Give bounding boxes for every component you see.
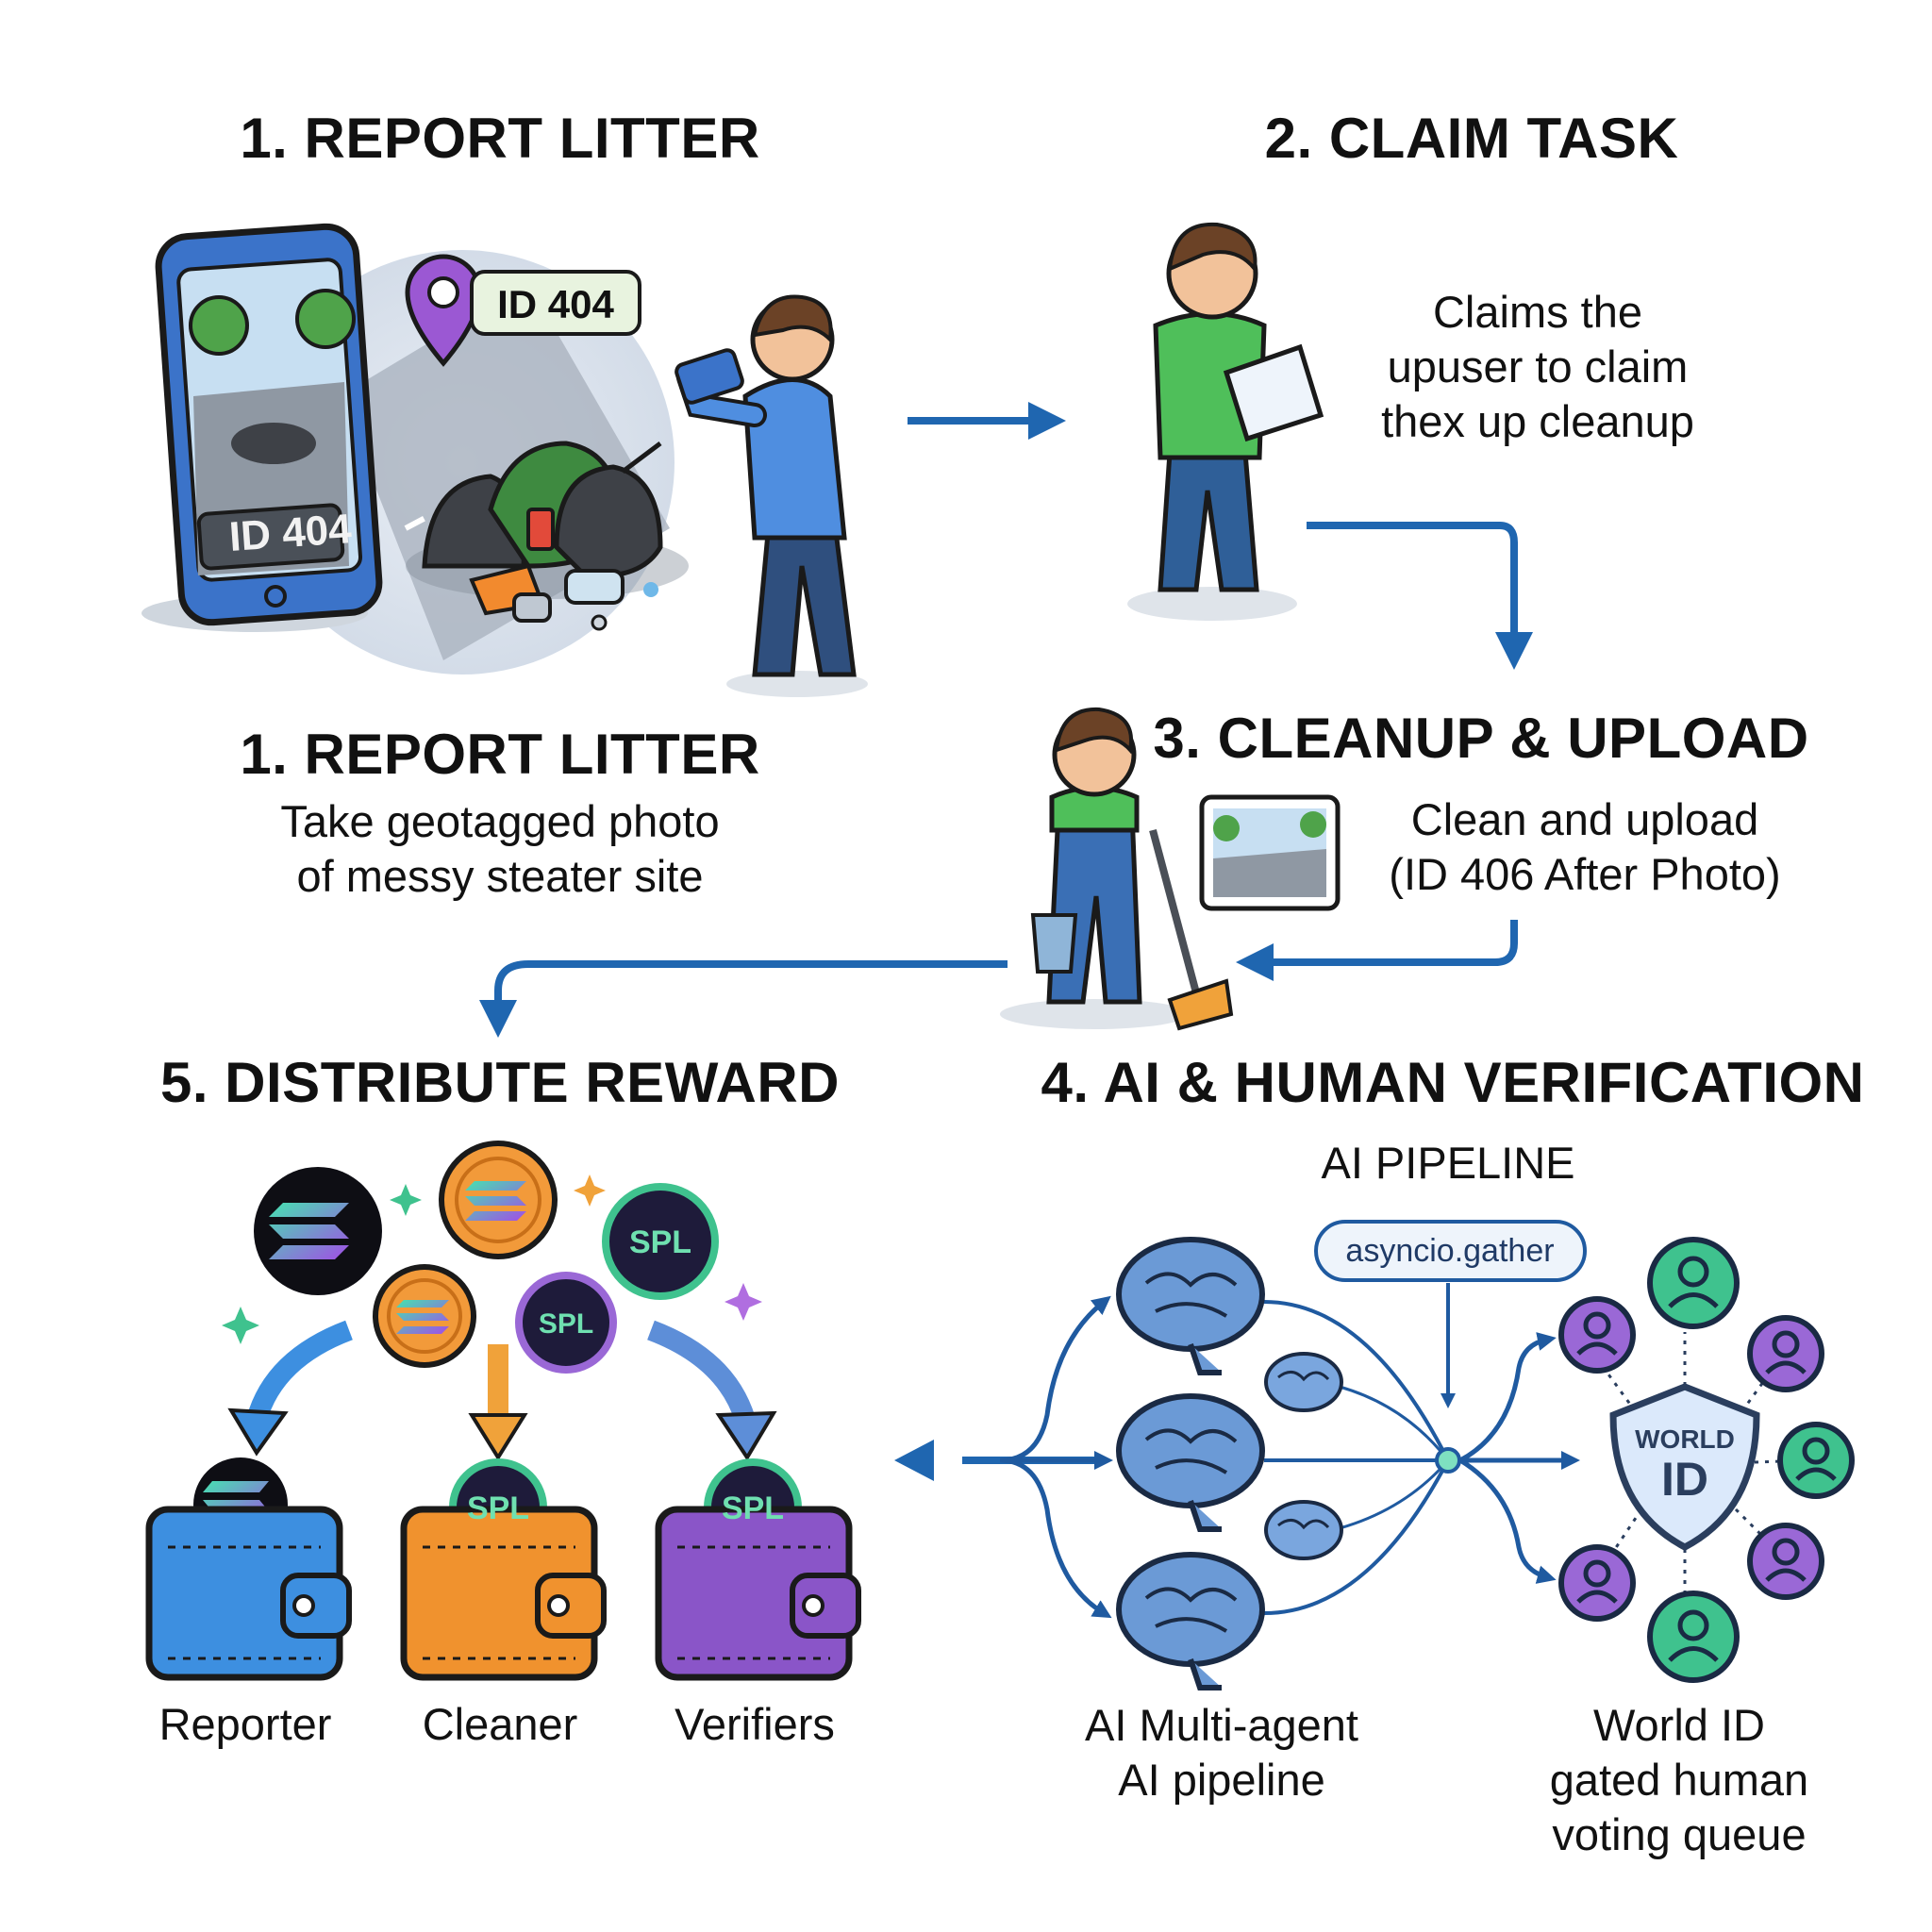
cleaner-person-icon (1000, 707, 1234, 1031)
spl-coin-label: SPL (539, 1308, 593, 1340)
ai-multiagent-caption: AI Multi-agent AI pipeline (1000, 1698, 1443, 1807)
brain-icons (1116, 1237, 1343, 1690)
after-photo-icon (1199, 794, 1341, 911)
step1-desc-line: of messy steater site (296, 851, 704, 901)
spl-coin-label: SPL (467, 1491, 529, 1526)
voter-avatar-icon (1647, 1591, 1740, 1683)
ai-pipeline-subtitle: AI PIPELINE (1321, 1138, 1575, 1188)
step2-title: 2. CLAIM TASK (1264, 107, 1679, 170)
step2-desc-line: Claims the (1432, 287, 1642, 337)
world-id-caption-line: gated human (1549, 1755, 1809, 1805)
pin-id-badge: ID 404 (497, 282, 614, 326)
step2-desc: Claims the upuser to claim thex up clean… (1302, 285, 1774, 449)
location-pin-icon (405, 254, 482, 367)
small-brain-icon (1264, 1352, 1343, 1412)
step3-title: 3. CLEANUP & UPLOAD (1153, 707, 1809, 770)
step4-title: 4. AI & HUMAN VERIFICATION (1041, 1051, 1865, 1114)
wallet-label-reporter: Reporter (158, 1699, 332, 1749)
reward-scene (145, 1141, 861, 1681)
ai-pipeline-graph (894, 1283, 1580, 1619)
report-scene (142, 223, 868, 697)
spl-coin-icon (602, 1183, 719, 1300)
brain-icon (1116, 1552, 1265, 1690)
solana-coin-icon (254, 1167, 382, 1295)
pin-badge (470, 270, 641, 336)
phone-id-badge: ID 404 (227, 506, 353, 560)
brain-icon (1116, 1393, 1265, 1532)
voter-avatar-icon (1558, 1544, 1636, 1622)
step3-desc-line: Clean and upload (1410, 794, 1759, 844)
asyncio-gather-label: asyncio.gather (1345, 1233, 1554, 1269)
world-id-caption-line: World ID (1593, 1700, 1765, 1750)
step3-desc: Clean and upload (ID 406 After Photo) (1349, 792, 1821, 902)
step5-title: 5. DISTRIBUTE REWARD (159, 1051, 841, 1114)
world-id-cluster (1558, 1237, 1855, 1683)
step2-desc-line: thex up cleanup (1381, 396, 1694, 446)
voter-avatar-icon (1647, 1237, 1740, 1329)
small-brain-icon (1264, 1500, 1343, 1560)
ai-caption-line: AI pipeline (1118, 1755, 1325, 1805)
step3-desc-line: (ID 406 After Photo) (1389, 849, 1781, 899)
phone-icon (142, 223, 383, 632)
brain-icon (1116, 1237, 1265, 1375)
spl-coin-label: SPL (629, 1224, 691, 1260)
reporter-person-icon (675, 294, 868, 697)
wallet-label-verifiers: Verifiers (675, 1699, 835, 1749)
wallet-verifiers-icon (655, 1458, 861, 1681)
voter-avatar-icon (1777, 1422, 1855, 1499)
world-id-caption-line: voting queue (1552, 1809, 1807, 1859)
junction-node (1435, 1447, 1461, 1474)
wallet-cleaner-icon (400, 1458, 607, 1681)
ai-caption-line: AI Multi-agent (1085, 1700, 1358, 1750)
wallet-label-cleaner: Cleaner (422, 1699, 578, 1749)
solana-coin-icon (373, 1264, 476, 1368)
shield-label-world: WORLD (1635, 1424, 1735, 1454)
claimer-person-icon (1127, 222, 1324, 621)
arrow-claim-to-cleanup (1307, 522, 1533, 670)
world-id-shield-icon (1609, 1383, 1760, 1551)
voter-avatar-icon (1747, 1523, 1824, 1600)
solana-coin-icon (439, 1141, 558, 1259)
asyncio-gather-pill (1314, 1220, 1587, 1282)
trash-pile-icon (406, 441, 689, 631)
step1-title: 1. REPORT LITTER (240, 723, 760, 786)
step1-desc: Take geotagged photo of messy steater si… (217, 794, 783, 904)
step1-desc-line: Take geotagged photo (280, 796, 720, 846)
world-id-caption: World ID gated human voting queue (1472, 1698, 1887, 1862)
spl-coin-icon (515, 1272, 617, 1374)
wallet-reporter-icon (145, 1457, 352, 1681)
reward-arrows (227, 1320, 777, 1461)
voter-avatar-icon (1558, 1296, 1636, 1374)
voter-avatar-icon (1747, 1315, 1824, 1392)
arrow-to-reward (479, 960, 1008, 1038)
step2-desc-line: upuser to claim (1387, 341, 1689, 391)
spl-coin-label: SPL (722, 1491, 784, 1526)
shield-label-id: ID (1661, 1453, 1708, 1506)
sparkle-icons (222, 1174, 762, 1344)
step1-title-top: 1. REPORT LITTER (240, 107, 760, 170)
arrow-upload-return (1236, 920, 1518, 981)
